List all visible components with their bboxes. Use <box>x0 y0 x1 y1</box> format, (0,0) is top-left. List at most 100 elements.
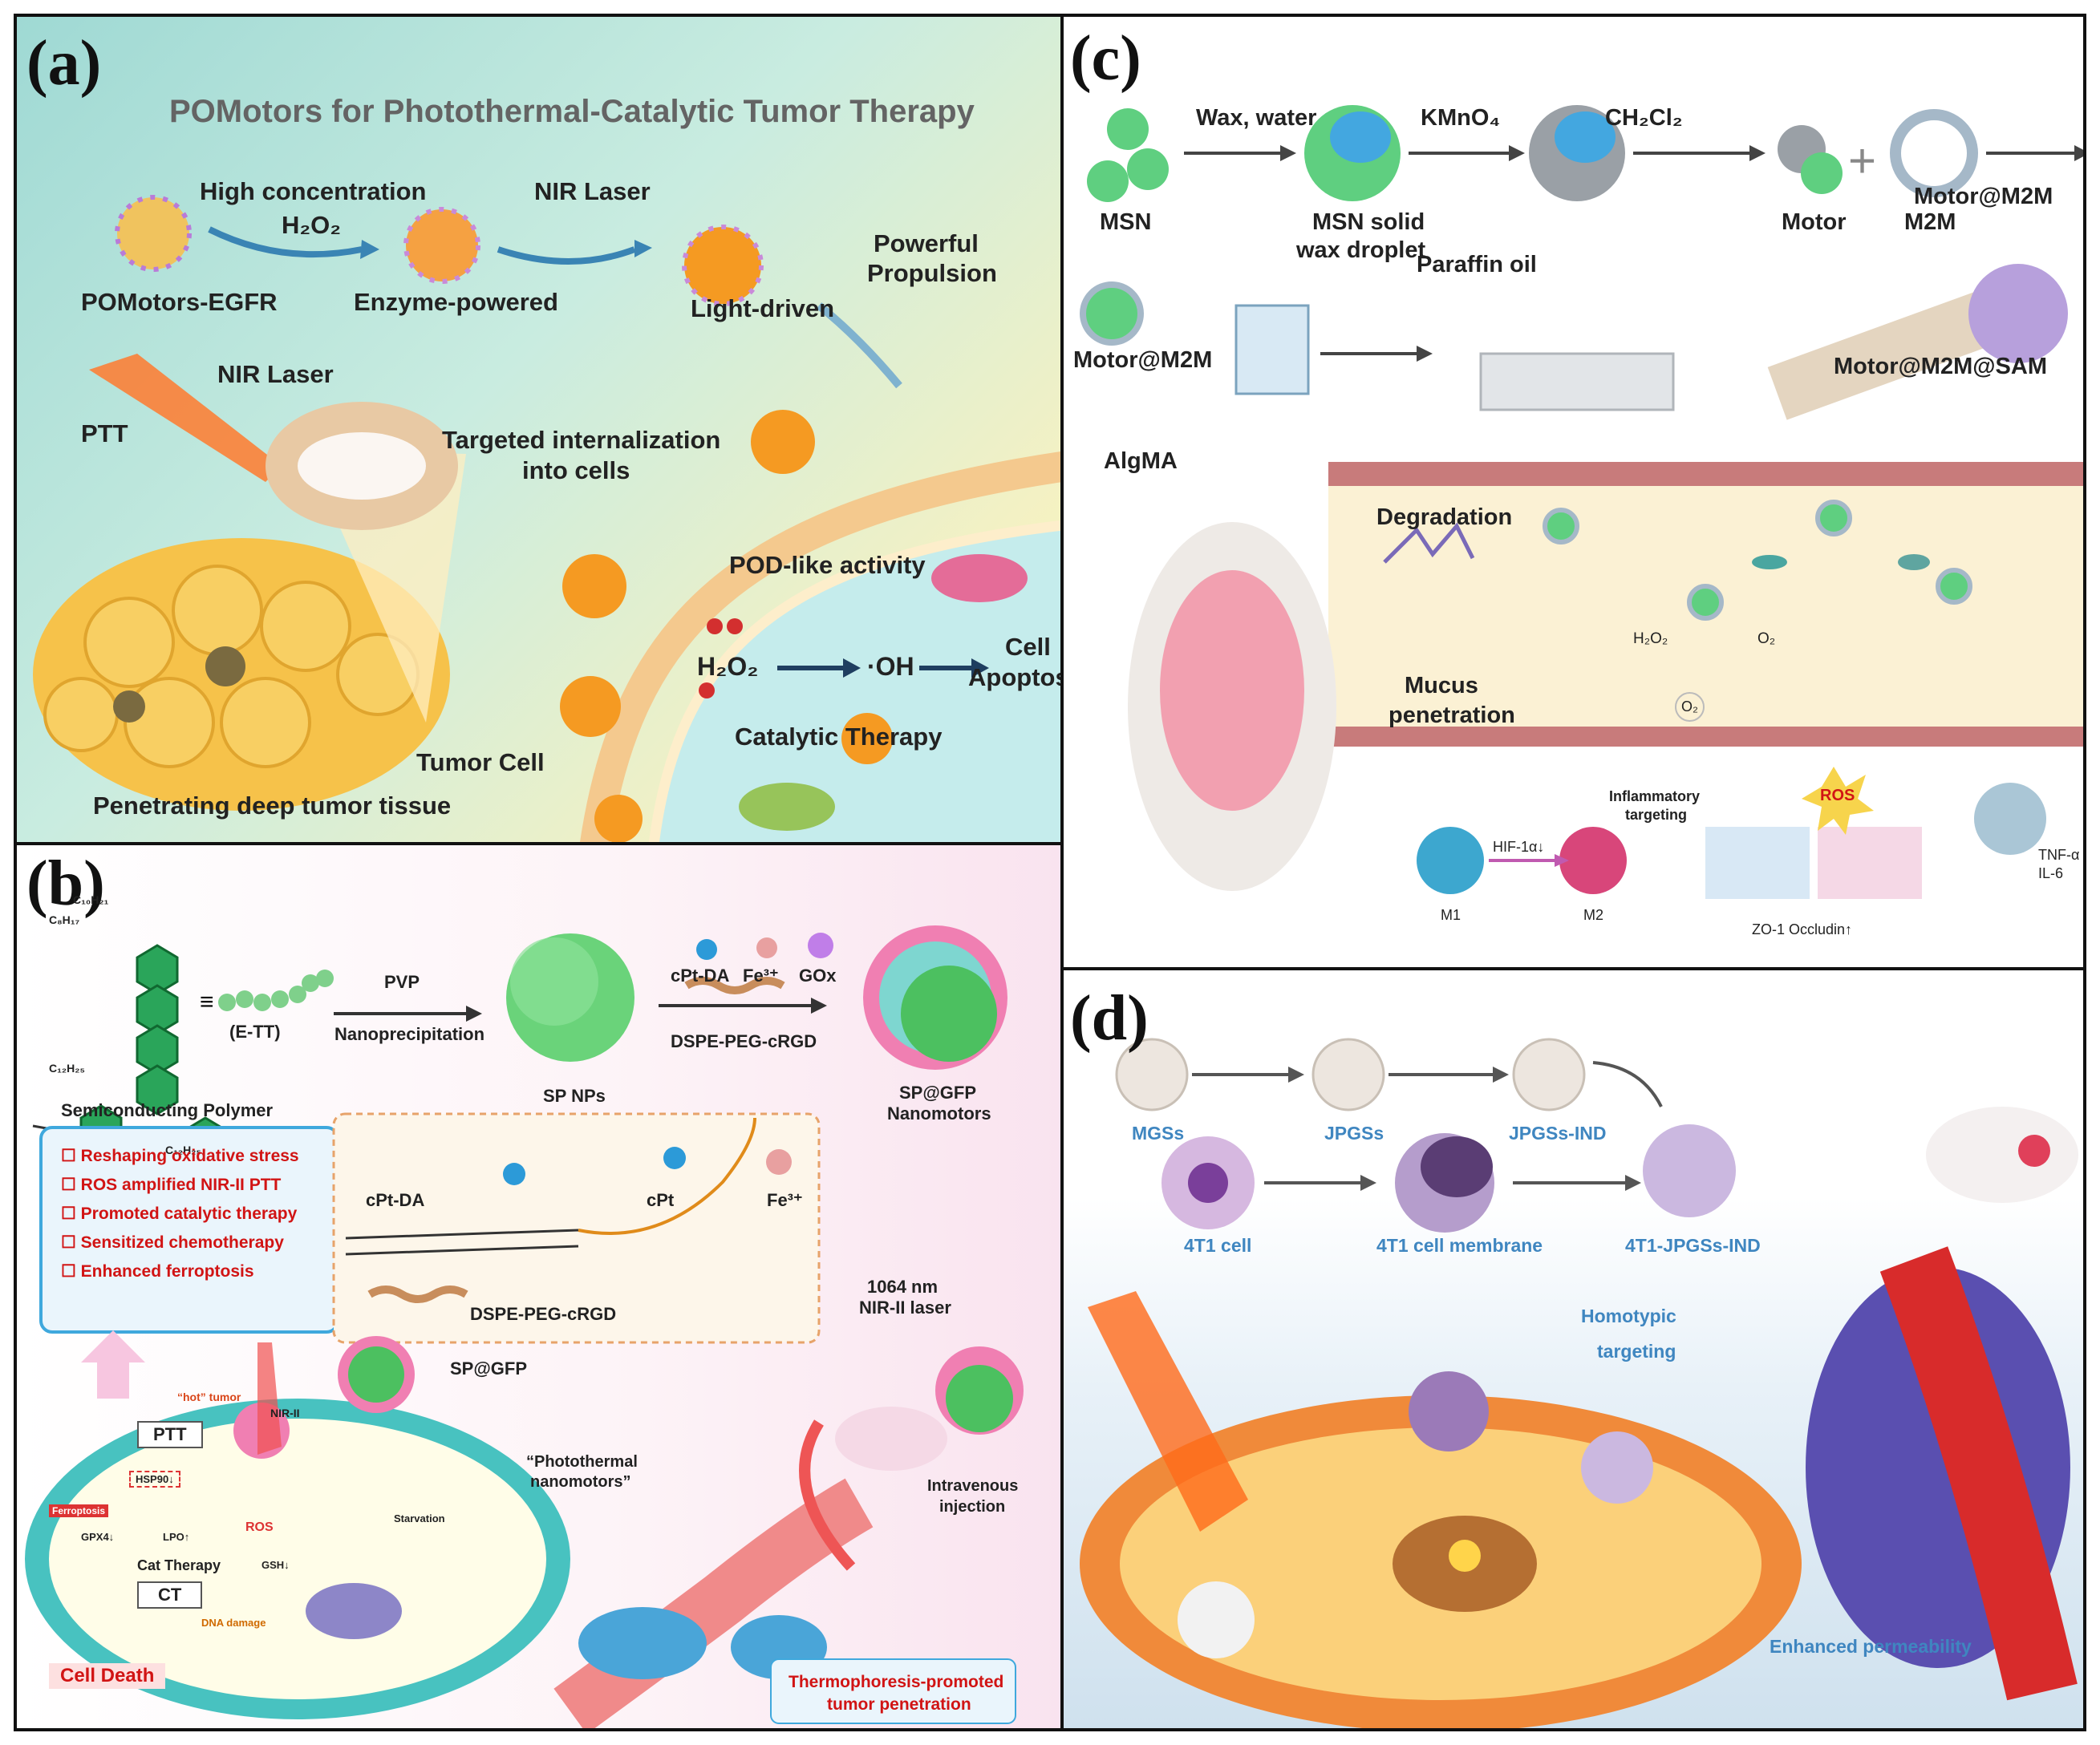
label-gpx4: GPX4↓ <box>81 1531 115 1543</box>
label-jpgss: JPGSs <box>1324 1123 1384 1144</box>
label-dspe: DSPE-PEG-cRGD <box>470 1304 617 1324</box>
label-penetrating: Penetrating deep tumor tissue <box>93 792 452 820</box>
label-msn-solid: MSN solid <box>1312 209 1425 235</box>
label-hsp90: HSP90↓ <box>129 1471 180 1488</box>
label-ferroptosis: Ferroptosis <box>49 1504 109 1517</box>
label-kmno4: KMnO₄ <box>1421 105 1501 131</box>
label-gsh: GSH↓ <box>261 1559 290 1571</box>
label-nir-ii: NIR-II <box>270 1407 300 1419</box>
panel-d-artwork <box>1080 1038 2078 1728</box>
label-dna-damage: DNA damage <box>201 1617 266 1629</box>
panel-d: (d) MGSs JPGSs JPGSs-IND 4T1 cell 4T1 ce… <box>1060 967 2086 1731</box>
label-m1: M1 <box>1441 907 1461 923</box>
label-msn: MSN <box>1100 209 1152 235</box>
panel-b-letter: (b) <box>26 848 105 919</box>
label-ros-b: ROS <box>245 1520 274 1534</box>
label-pvp: PVP <box>384 972 420 992</box>
label-zo1: ZO-1 Occludin↑ <box>1752 921 1853 937</box>
label-light-driven: Light-driven <box>691 294 835 322</box>
label-motor-m2m-sam: Motor@M2M@SAM <box>1834 354 2047 379</box>
label-enhanced-permeability: Enhanced permeability <box>1770 1636 1972 1657</box>
label-ct: CT <box>137 1581 203 1609</box>
label-dspe-top: DSPE-PEG-cRGD <box>671 1031 817 1051</box>
benefit-item: ☐ Promoted catalytic therapy <box>61 1204 298 1223</box>
label-ett: (E-TT) <box>229 1022 281 1042</box>
label-h2o2-c: H₂O₂ <box>1633 630 1668 647</box>
label-motor: Motor <box>1782 209 1847 235</box>
label-c10h21: C₁₀H₂₁ <box>73 893 109 906</box>
label-c8h17: C₈H₁₇ <box>49 913 80 926</box>
label-cpt: cPt <box>647 1190 675 1210</box>
label-lpo: LPO↑ <box>163 1531 190 1543</box>
label-4t1-cell: 4T1 cell <box>1184 1235 1252 1256</box>
label-photothermal: “Photothermal <box>526 1453 638 1471</box>
benefits-list: ☐ Reshaping oxidative stress ☐ ROS ampli… <box>61 1146 299 1290</box>
label-apoptosis: Apoptosis <box>968 663 1060 691</box>
label-m2-macrophage: M2 <box>1583 907 1604 923</box>
label-mgss: MGSs <box>1132 1123 1185 1144</box>
svg-text:+: + <box>1848 134 1876 188</box>
label-ch2cl2: CH₂Cl₂ <box>1605 105 1683 131</box>
label-hot-tumor: “hot” tumor <box>177 1391 241 1403</box>
label-targeting-d: targeting <box>1597 1341 1676 1362</box>
label-nir-laser-mid: NIR Laser <box>217 360 334 388</box>
label-cell-death: Cell Death <box>49 1663 166 1689</box>
panel-a-artwork <box>33 195 1060 842</box>
label-oh: ·OH <box>867 652 914 681</box>
label-4t1-membrane: 4T1 cell membrane <box>1376 1235 1543 1256</box>
label-nanomotors: Nanomotors <box>887 1103 991 1124</box>
label-homotypic: Homotypic <box>1581 1306 1676 1326</box>
label-1064: 1064 nm <box>867 1277 939 1297</box>
label-sp-gfp-cell: SP@GFP <box>450 1358 528 1379</box>
panel-c: + (c) <box>1060 14 2086 970</box>
label-cat-therapy: Cat Therapy <box>137 1557 221 1573</box>
label-enzyme-powered: Enzyme-powered <box>354 288 558 316</box>
label-c12h25-right: C₁₂H₂₅ <box>165 1144 201 1156</box>
label-jpgss-ind: JPGSs-IND <box>1509 1123 1607 1144</box>
label-wax-water: Wax, water <box>1196 105 1317 131</box>
panel-a-letter: (a) <box>26 28 102 99</box>
label-intravenous: Intravenous <box>927 1477 1019 1495</box>
label-ptt: PTT <box>81 419 128 447</box>
label-cpt-da: cPt-DA <box>366 1190 425 1210</box>
label-il6: IL-6 <box>2038 865 2064 881</box>
label-into-cells: into cells <box>522 456 630 484</box>
panel-a: (a) POMotors for Photothermal-Catalytic … <box>14 14 1064 845</box>
label-gox: GOx <box>799 966 837 986</box>
label-tumor-cell: Tumor Cell <box>416 748 545 776</box>
label-nir-laser-top: NIR Laser <box>534 177 651 205</box>
benefit-item: ☐ Sensitized chemotherapy <box>61 1233 284 1252</box>
label-catalytic-therapy: Catalytic Therapy <box>735 723 943 751</box>
label-nir-ii-laser: NIR-II laser <box>859 1298 951 1318</box>
panel-a-title: POMotors for Photothermal-Catalytic Tumo… <box>169 94 975 129</box>
label-nanomotors-q: nanomotors” <box>530 1473 631 1491</box>
panel-b-artwork: ≡ <box>25 925 1024 1728</box>
label-nanoprecipitation: Nanoprecipitation <box>334 1024 485 1044</box>
label-ros-c: ROS <box>1820 787 1855 804</box>
label-4t1-jpgss: 4T1-JPGSs-IND <box>1625 1235 1761 1256</box>
label-degradation: Degradation <box>1376 504 1513 530</box>
label-c12h25-left: C₁₂H₂₅ <box>49 1062 85 1075</box>
label-mucus: Mucus <box>1405 673 1478 698</box>
label-tnf: TNF-α <box>2038 847 2080 863</box>
label-cpt-da-top: cPt-DA <box>671 966 730 986</box>
panel-b: ≡ <box>14 842 1064 1731</box>
label-starvation: Starvation <box>394 1512 445 1524</box>
label-pod-activity: POD-like activity <box>729 551 926 579</box>
label-tumor-penetration: tumor penetration <box>827 1695 971 1714</box>
panel-d-letter: (d) <box>1070 983 1149 1054</box>
label-sp-nps: SP NPs <box>543 1086 606 1106</box>
label-ptt-b: PTT <box>137 1421 203 1448</box>
label-fe: Fe³⁺ <box>767 1190 803 1210</box>
panel-c-letter: (c) <box>1070 23 1141 94</box>
label-h2o2-reaction: H₂O₂ <box>697 652 759 681</box>
label-fe-top: Fe³⁺ <box>743 966 779 986</box>
benefit-item: ☐ ROS amplified NIR-II PTT <box>61 1176 282 1194</box>
label-powerful: Powerful <box>874 229 979 257</box>
label-semiconducting: Semiconducting Polymer <box>61 1100 274 1120</box>
panel-c-artwork: + <box>1080 105 2083 967</box>
label-motor-m2m-left: Motor@M2M <box>1073 347 1213 373</box>
label-m2m: M2M <box>1904 209 1956 235</box>
label-paraffin: Paraffin oil <box>1417 252 1537 277</box>
label-targeted: Targeted internalization <box>442 426 721 454</box>
